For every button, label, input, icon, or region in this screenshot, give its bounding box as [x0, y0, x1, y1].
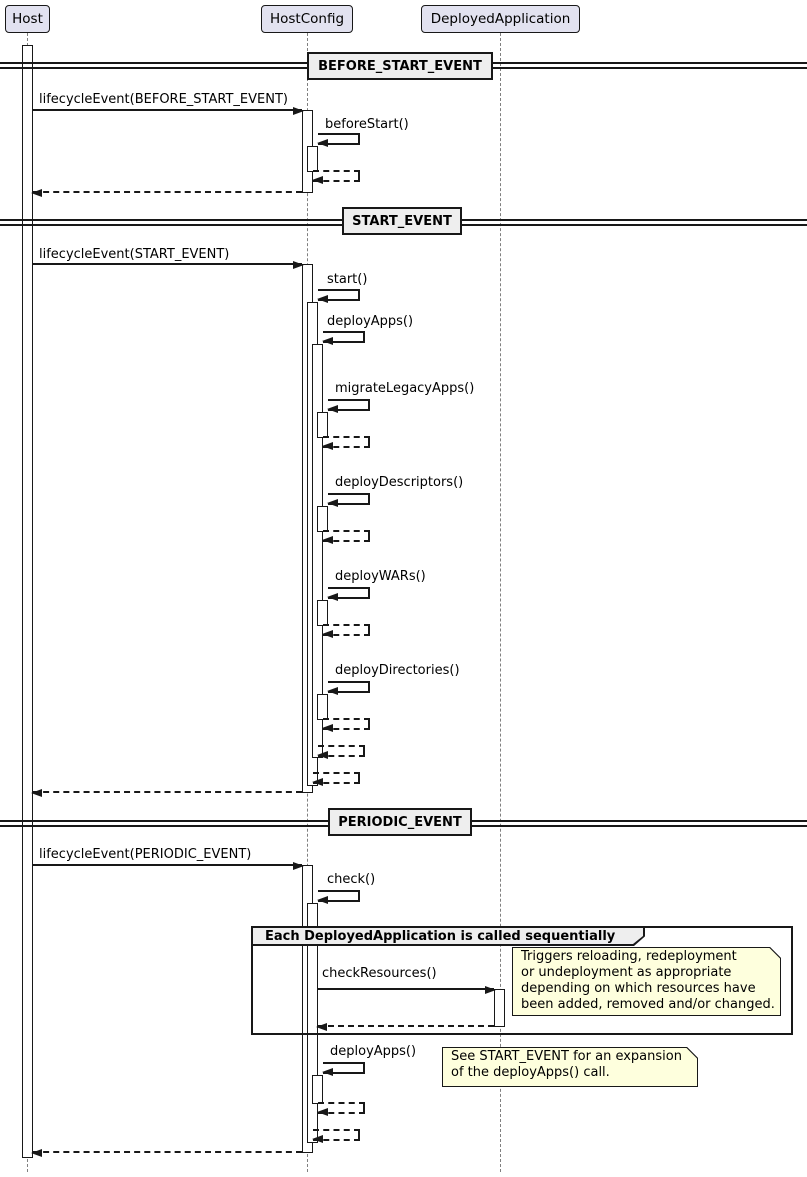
arrowhead: [322, 442, 333, 450]
arrowhead: [312, 176, 323, 184]
participant-hostconfig-label: HostConfig: [269, 11, 345, 27]
self-call-beforestart: [317, 133, 360, 147]
note-checkresources-text: Triggers reloading, redeployment or unde…: [521, 949, 775, 1012]
arrowhead: [322, 536, 333, 544]
arrowhead: [317, 295, 328, 303]
group-header-fill: [253, 928, 643, 944]
message-label-beforestart: beforeStart(): [325, 117, 409, 132]
self-call-deploywars: [327, 587, 370, 601]
participant-host: Host: [5, 5, 50, 33]
participant-host-label: Host: [12, 11, 43, 27]
return-arrow-checkresources: [316, 1023, 494, 1031]
activation-bar-wars: [317, 600, 328, 626]
divider-periodic-event-label: PERIODIC_EVENT: [338, 814, 462, 830]
divider-start-event-label: START_EVENT: [352, 213, 452, 229]
message-label-deploywars: deployWARs(): [335, 569, 426, 584]
arrowhead: [322, 1068, 333, 1076]
self-call-check: [317, 890, 360, 904]
participant-deployedapplication-label: DeployedApplication: [430, 11, 571, 27]
divider-before-start-event: BEFORE_START_EVENT: [307, 52, 493, 80]
divider-start-event: START_EVENT: [342, 207, 462, 235]
activation-bar-deployedapplication: [494, 989, 505, 1027]
activation-bar-migrate: [317, 412, 328, 438]
arrowhead: [327, 405, 338, 413]
arrowhead: [485, 986, 496, 994]
activation-bar-directories: [317, 694, 328, 720]
arrowhead: [317, 139, 328, 147]
arrowhead: [31, 189, 42, 197]
self-call-start: [317, 289, 360, 303]
return-arrow-before-start: [31, 189, 302, 197]
divider-before-start-event-label: BEFORE_START_EVENT: [318, 58, 482, 74]
message-label-lifecycle-periodic: lifecycleEvent(PERIODIC_EVENT): [39, 847, 252, 862]
note-background: [513, 948, 780, 1015]
self-return-deploydirectories: [322, 718, 370, 732]
group-label: Each DeployedApplication is called seque…: [265, 928, 616, 944]
message-arrow-lifecycle-periodic: [33, 862, 304, 870]
arrowhead: [316, 1023, 327, 1031]
arrowhead: [293, 107, 304, 115]
lifeline-deployedapplication: [500, 33, 501, 1172]
self-return-deployapps-periodic: [317, 1102, 365, 1116]
self-return-deploywars: [322, 624, 370, 638]
self-return-start: [312, 772, 360, 786]
message-arrow-checkresources: [318, 986, 496, 994]
message-label-lifecycle-before-start: lifecycleEvent(BEFORE_START_EVENT): [39, 92, 288, 107]
message-label-deployapps-periodic: deployApps(): [330, 1044, 417, 1059]
message-arrow-lifecycle-before-start: [33, 107, 304, 115]
self-return-beforestart: [312, 170, 360, 184]
self-call-migratelegacyapps: [327, 399, 370, 413]
self-return-migratelegacyapps: [322, 436, 370, 450]
arrowhead: [312, 1135, 323, 1143]
self-return-check: [312, 1129, 360, 1143]
activation-bar-host: [22, 45, 33, 1158]
message-label-deploydescriptors: deployDescriptors(): [335, 475, 464, 490]
self-return-deployapps: [317, 745, 365, 759]
arrowhead: [293, 862, 304, 870]
message-label-deployapps: deployApps(): [327, 314, 414, 329]
note-checkresources: Triggers reloading, redeployment or unde…: [512, 947, 781, 1016]
message-label-check: check(): [327, 872, 376, 887]
message-label-checkresources: checkResources(): [322, 966, 437, 981]
activation-bar-before-l2: [307, 146, 318, 172]
arrowhead: [327, 593, 338, 601]
activation-bar-descriptors: [317, 506, 328, 532]
self-call-deployapps-periodic: [322, 1062, 365, 1076]
arrowhead: [31, 789, 42, 797]
message-arrow-lifecycle-start: [33, 261, 304, 269]
message-label-deploydirectories: deployDirectories(): [335, 663, 460, 678]
arrowhead: [327, 687, 338, 695]
self-return-deploydescriptors: [322, 530, 370, 544]
arrowhead: [322, 337, 333, 345]
self-call-deploydescriptors: [327, 493, 370, 507]
arrowhead: [317, 751, 328, 759]
arrowhead: [322, 724, 333, 732]
participant-deployedapplication: DeployedApplication: [421, 5, 580, 33]
return-arrow-start: [31, 789, 302, 797]
message-label-migratelegacyapps: migrateLegacyApps(): [335, 381, 475, 396]
self-call-deploydirectories: [327, 681, 370, 695]
message-label-start: start(): [327, 272, 368, 287]
divider-periodic-event: PERIODIC_EVENT: [328, 808, 472, 836]
group-box-sequential: Each DeployedApplication is called seque…: [251, 926, 793, 1035]
arrowhead: [293, 261, 304, 269]
note-background: [443, 1048, 697, 1086]
activation-bar-deployapps-periodic: [312, 1075, 323, 1104]
message-label-lifecycle-start: lifecycleEvent(START_EVENT): [39, 247, 230, 262]
note-deployapps-text: See START_EVENT for an expansion of the …: [451, 1049, 682, 1080]
arrowhead: [327, 499, 338, 507]
arrowhead: [312, 778, 323, 786]
arrowhead: [317, 896, 328, 904]
participant-hostconfig: HostConfig: [261, 5, 353, 33]
self-call-deployapps: [322, 331, 365, 345]
note-deployapps: See START_EVENT for an expansion of the …: [442, 1047, 698, 1087]
group-header: Each DeployedApplication is called seque…: [251, 926, 645, 946]
arrowhead: [322, 630, 333, 638]
arrowhead: [31, 1149, 42, 1157]
arrowhead: [317, 1108, 328, 1116]
return-arrow-periodic: [31, 1149, 302, 1157]
